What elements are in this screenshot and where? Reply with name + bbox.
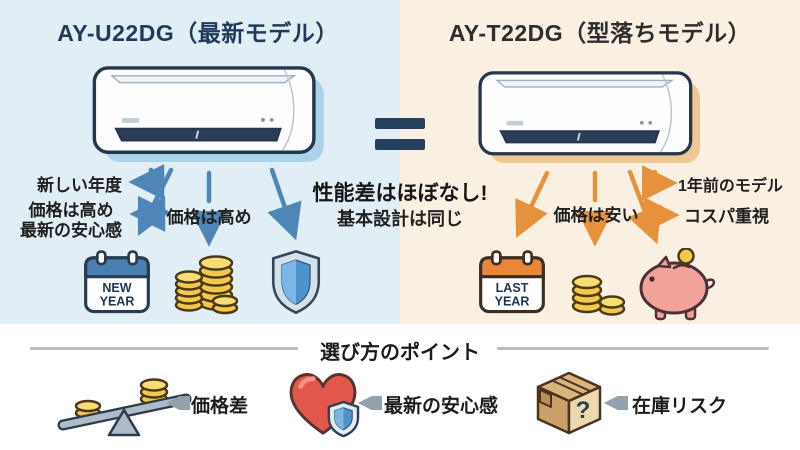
- label-cospa: コスパ重視: [684, 207, 769, 226]
- svg-text:YEAR: YEAR: [100, 294, 135, 308]
- label-price-difference: 価格差: [191, 396, 249, 417]
- shield-icon: [271, 250, 321, 315]
- subline-same-design: 基本設計は同じ: [337, 209, 463, 229]
- label-price-low: 価格は安い: [553, 206, 639, 225]
- balance-scale-icon: [57, 378, 192, 437]
- aircon-left-icon: [92, 66, 324, 163]
- left-arrow-icon: [357, 396, 382, 410]
- arrow-hook-cospa: [643, 197, 680, 233]
- svg-text:YEAR: YEAR: [495, 294, 530, 308]
- coin-stacks-icon: [174, 255, 239, 315]
- arrow-hook-one-year-old: [641, 165, 678, 201]
- label-new-year: 新しい年度: [37, 176, 122, 195]
- headline-no-performance-gap: 性能差はほぼなし!: [312, 182, 488, 205]
- label-one-year-old: 1年前のモデル: [678, 178, 783, 195]
- left-arrow-icon: [165, 396, 190, 410]
- left-model-title: AY-U22DG（最新モデル）: [57, 20, 339, 46]
- aircon-right-icon: [478, 71, 701, 164]
- equals-bar-top: [375, 118, 425, 129]
- left-arrow-icon: [603, 396, 628, 410]
- label-reassurance: 最新の安心感: [20, 221, 122, 240]
- label-latest-reassurance: 最新の安心感: [384, 396, 499, 417]
- svg-text:?: ?: [576, 397, 591, 424]
- last-year-calendar-icon: LAST YEAR: [479, 250, 545, 314]
- equals-bar-bottom: [375, 139, 425, 150]
- arrow-hook-new-year: [128, 164, 165, 200]
- arrow-hook-price-high: [129, 196, 166, 232]
- arrow-right-to-calendar: [515, 170, 550, 239]
- svg-text:LAST: LAST: [496, 281, 529, 295]
- arrows-overlay: [128, 164, 680, 247]
- arrow-left-to-shield: [267, 167, 302, 241]
- label-price-high-main: 価格は高め: [28, 201, 114, 220]
- label-stock-risk: 在庫リスク: [632, 396, 728, 417]
- svg-text:NEW: NEW: [102, 281, 131, 295]
- piggy-bank-icon: [639, 248, 716, 321]
- divider-line-right: [497, 347, 769, 350]
- heart-shield-icon: [289, 373, 360, 438]
- label-price-high-mid: 価格は高め: [166, 208, 252, 227]
- mystery-box-icon: ?: [536, 371, 602, 435]
- right-model-title: AY-T22DG（型落ちモデル）: [448, 20, 752, 46]
- equals-sign: [375, 118, 425, 150]
- new-year-calendar-icon: NEW YEAR: [84, 250, 150, 314]
- bottom-section-title: 選び方のポイント: [320, 342, 480, 364]
- divider-line-left: [30, 347, 298, 350]
- coin-stacks-small-icon: [571, 274, 626, 316]
